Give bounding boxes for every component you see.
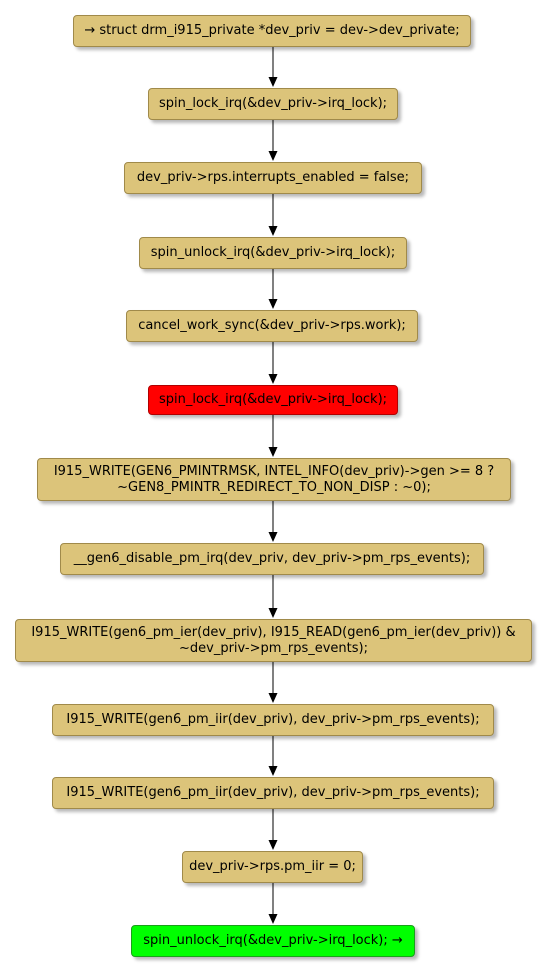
flow-arrow [268,47,278,87]
flow-node-text: dev_priv->rps.pm_iir = 0; [189,859,356,874]
flow-arrow [268,736,278,776]
flow-node-13: spin_unlock_irq(&dev_priv->irq_lock); → [131,925,415,957]
flow-arrow-head [268,766,278,776]
flow-arrow-head [268,226,278,236]
flow-arrow-head [268,693,278,703]
flow-node-4: spin_unlock_irq(&dev_priv->irq_lock); [139,237,407,269]
flow-node-10: I915_WRITE(gen6_pm_iir(dev_priv), dev_pr… [52,704,494,736]
flow-node-text: cancel_work_sync(&dev_priv->rps.work); [138,318,406,333]
flow-arrow [268,194,278,236]
flow-node-text: I915_WRITE(gen6_pm_iir(dev_priv), dev_pr… [66,712,480,727]
flow-node-text: dev_priv->rps.interrupts_enabled = false… [136,170,410,185]
flow-arrow-head [268,151,278,161]
flow-arrow-head [268,299,278,309]
flow-node-text: spin_unlock_irq(&dev_priv->irq_lock); [150,245,396,260]
flow-node-2: spin_lock_irq(&dev_priv->irq_lock); [148,88,398,120]
flow-arrow-head [268,374,278,384]
flow-node-text: ~GEN8_PMINTR_REDIRECT_TO_NON_DISP : ~0); [117,479,431,495]
flow-arrow-head [268,532,278,542]
flow-node-text: I915_WRITE(gen6_pm_ier(dev_priv), I915_R… [31,624,516,640]
flow-node-text: spin_lock_irq(&dev_priv->irq_lock); [158,392,388,407]
flow-node-11: I915_WRITE(gen6_pm_iir(dev_priv), dev_pr… [52,777,494,809]
flow-arrow-head [268,608,278,618]
flow-arrow [268,120,278,161]
flow-arrow [268,501,278,542]
flow-node-text: spin_unlock_irq(&dev_priv->irq_lock); → [143,933,403,948]
flow-node-text: spin_lock_irq(&dev_priv->irq_lock); [158,96,388,111]
flow-node-12: dev_priv->rps.pm_iir = 0; [182,851,363,883]
flow-arrow [268,883,278,924]
flow-node-text: __gen6_disable_pm_irq(dev_priv, dev_priv… [73,551,471,566]
flow-node-text: I915_WRITE(GEN6_PMINTRMSK, INTEL_INFO(de… [53,463,495,479]
flow-arrow [268,662,278,703]
flow-arrow-head [268,447,278,457]
flow-arrow [268,809,278,850]
flow-node-8: __gen6_disable_pm_irq(dev_priv, dev_priv… [60,543,484,575]
flow-arrow [268,342,278,384]
flow-node-text: ~dev_priv->pm_rps_events); [178,640,368,656]
flow-node-3: dev_priv->rps.interrupts_enabled = false… [124,162,422,194]
flow-node-1: → struct drm_i915_private *dev_priv = de… [73,15,471,47]
flow-arrow [268,269,278,309]
flow-node-text: → struct drm_i915_private *dev_priv = de… [84,23,460,38]
flow-arrow-head [268,840,278,850]
flow-arrow [268,575,278,618]
flow-node-6: spin_lock_irq(&dev_priv->irq_lock); [148,385,398,415]
flow-arrow-head [268,914,278,924]
flow-arrow [268,415,278,457]
flow-node-7: I915_WRITE(GEN6_PMINTRMSK, INTEL_INFO(de… [37,458,511,501]
flow-node-5: cancel_work_sync(&dev_priv->rps.work); [126,310,418,342]
flow-arrow-head [268,77,278,87]
flow-node-text: I915_WRITE(gen6_pm_iir(dev_priv), dev_pr… [66,785,480,800]
flow-node-9: I915_WRITE(gen6_pm_ier(dev_priv), I915_R… [15,619,532,662]
